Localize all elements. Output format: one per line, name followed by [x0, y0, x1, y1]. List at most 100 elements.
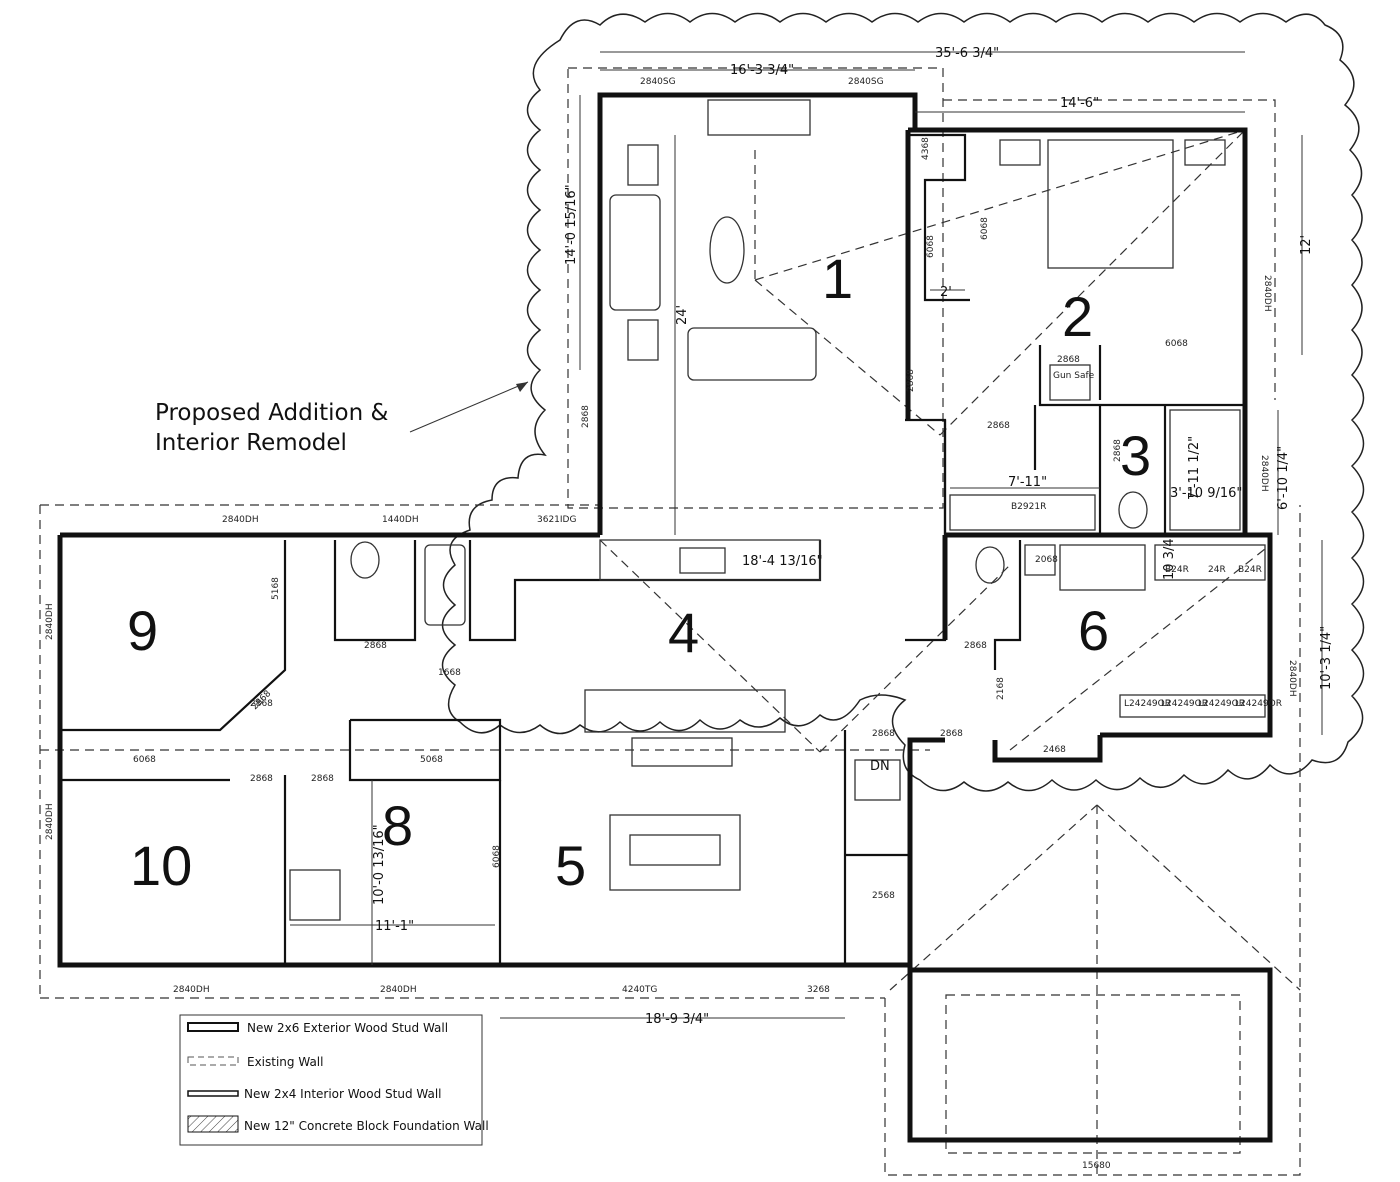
tag-door: 2868	[987, 421, 1010, 431]
dim-overall-width: 35'-6 3/4"	[935, 46, 999, 61]
room-5-label: 5	[555, 834, 586, 897]
tag-window: 2840DH	[1262, 275, 1272, 312]
dim-laundry-a: 10 3/4"	[1162, 532, 1177, 580]
dim-room8-height: 10'-0 13/16"	[372, 824, 387, 905]
tag-door: 6068	[1165, 339, 1188, 349]
dim-room2-width: 14'-6"	[1060, 96, 1099, 111]
dim-room2-height: 12'	[1299, 235, 1314, 255]
legend-swatch-foundation	[187, 1115, 239, 1133]
toilet-laundry	[975, 546, 1005, 584]
room-8-label: 8	[382, 794, 413, 857]
furniture	[289, 99, 1266, 921]
dimension-lines	[290, 51, 1323, 1019]
room-9-label: 9	[127, 599, 158, 662]
dim-left-height: 14'-0 15/16"	[564, 184, 579, 265]
tag-door: 2868	[1113, 439, 1123, 462]
washer-dryer	[1059, 544, 1146, 591]
tag-door: 2868	[581, 405, 591, 428]
cabinet-tag: B24R	[1165, 565, 1189, 575]
tag-door: 6068	[980, 217, 990, 240]
dim-kitchen-width: 18'-4 13/16"	[742, 554, 823, 569]
tag-window: 2840SG	[848, 77, 884, 87]
coffee-table	[709, 216, 745, 284]
tag-door: 2068	[1035, 555, 1058, 565]
cabinet-tag: B24R	[1238, 565, 1262, 575]
stairs-down-label: DN	[870, 759, 890, 774]
cabinet-tag: L24249OR	[1235, 699, 1282, 709]
dim-closet-width: 2'	[940, 285, 952, 300]
room-10-label: 10	[130, 834, 192, 897]
room-2-label: 2	[1062, 285, 1093, 348]
kitchen-island	[584, 689, 786, 733]
tag-window: 2840DH	[173, 985, 210, 995]
tag-window: 2840DH	[380, 985, 417, 995]
tag-door: 2868	[364, 641, 387, 651]
tag-window: 2840DH	[1259, 455, 1269, 492]
tag-door: 3268	[807, 985, 830, 995]
tag-window: 2840DH	[1287, 660, 1297, 697]
tag-door: 5068	[420, 755, 443, 765]
dim-room1-width: 16'-3 3/4"	[730, 63, 794, 78]
dining-table-area	[609, 814, 741, 891]
callout-line-1: Proposed Addition &	[155, 400, 388, 426]
interior-walls	[58, 133, 1245, 965]
dim-room1-depth: 24'	[675, 305, 690, 325]
tag-door: 2868	[1057, 355, 1080, 365]
room-1-label: 1	[822, 247, 853, 310]
cabinet-tag: 24R	[1208, 565, 1226, 575]
room-6-label: 6	[1078, 599, 1109, 662]
bed	[1047, 139, 1174, 269]
bathtub	[424, 544, 466, 626]
tag-window: 2840DH	[45, 603, 55, 640]
dim-bottom-width: 18'-9 3/4"	[645, 1012, 709, 1027]
kitchen-counter	[599, 539, 821, 581]
upper-cabinets	[1154, 544, 1266, 581]
tag-door: 2468	[1043, 745, 1066, 755]
tag-door: 6068	[133, 755, 156, 765]
toilet-hall	[350, 541, 380, 579]
tag-door: 2568	[872, 891, 895, 901]
tag-door: 2868	[940, 729, 963, 739]
revision-cloud	[441, 12, 1365, 792]
tag-door: 6068	[926, 235, 936, 258]
legend-swatch-existing	[187, 1056, 239, 1066]
tag-door: 4368	[921, 137, 931, 160]
tag-window: 1440DH	[382, 515, 419, 525]
tag-door: 5168	[271, 577, 281, 600]
vanity	[949, 494, 1096, 531]
tag-door: 2868	[250, 774, 273, 784]
fireplace-hearth	[707, 99, 811, 136]
legend-swatch-exterior	[187, 1022, 239, 1032]
bar-stools	[631, 737, 733, 767]
legend-label-existing: Existing Wall	[247, 1055, 323, 1069]
callout-line-2: Interior Remodel	[155, 430, 347, 456]
tag-door: 1668	[438, 668, 461, 678]
dim-right-b: 10'-3 1/4"	[1319, 626, 1334, 690]
tag-window: 2840DH	[222, 515, 259, 525]
room-4-label: 4	[668, 601, 699, 664]
tag-door: 2868	[872, 729, 895, 739]
callout-arrowhead	[516, 382, 528, 392]
sofa-bottom	[687, 327, 817, 381]
tag-window: 2840SG	[640, 77, 676, 87]
legend-label-foundation: New 12" Concrete Block Foundation Wall	[244, 1119, 489, 1133]
shower	[1169, 409, 1241, 531]
lower-cabinets	[1119, 694, 1266, 718]
tag-door: 2868	[906, 369, 916, 392]
room-3-label: 3	[1120, 424, 1151, 487]
tag-door: 6068	[492, 845, 502, 868]
dim-right-a: 6'-10 1/4"	[1276, 446, 1291, 510]
dim-bath-width: 7'-11"	[1008, 475, 1047, 490]
stairs	[854, 759, 901, 801]
window-door-tags: 2840SG 2840SG 2840DH 1440DH 3621IDG 2840…	[45, 77, 1297, 1171]
kitchen-sink	[679, 547, 726, 574]
cabinet-tag: L24249OR	[1124, 699, 1171, 709]
legend: New 2x6 Exterior Wood Stud Wall Existing…	[179, 1014, 489, 1146]
legend-swatch-interior	[187, 1090, 239, 1097]
gun-safe	[1049, 364, 1091, 401]
tag-window: 3621IDG	[537, 515, 576, 525]
toilet-bath3	[1118, 491, 1148, 529]
cabinet-tag: L24249OR	[1198, 699, 1245, 709]
vanity-tag: B2921R	[1011, 502, 1046, 512]
